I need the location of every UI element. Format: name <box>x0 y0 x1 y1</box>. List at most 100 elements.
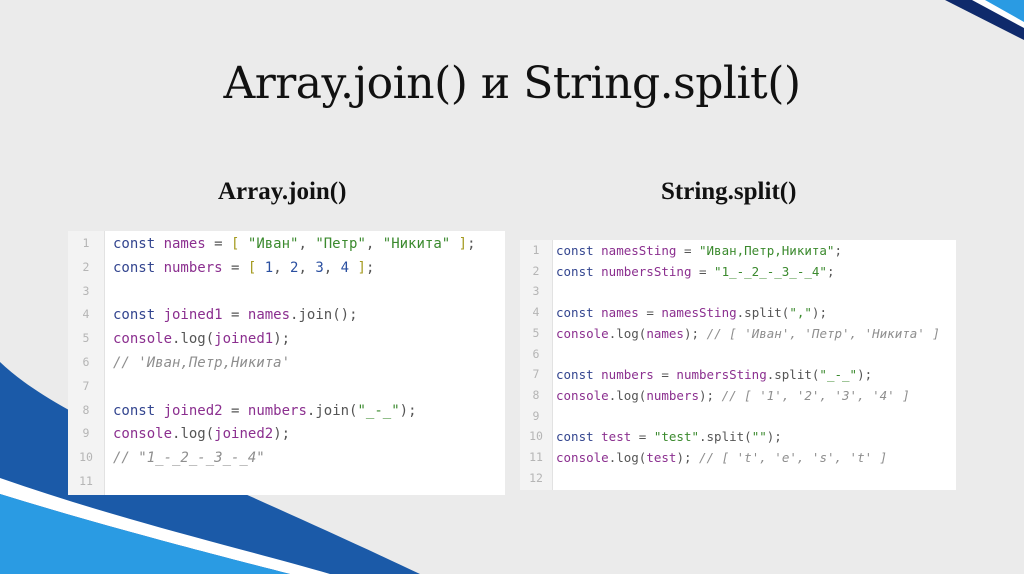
code-token-cmt: // "1_-_2_-_3_-_4" <box>113 450 265 467</box>
code-token-kw: const <box>113 307 164 324</box>
code-token-pun: = <box>205 236 232 252</box>
code-token-fn: .join( <box>306 402 358 419</box>
code-token-fn: .join() <box>290 307 350 324</box>
code-token-pun: ; <box>281 331 291 348</box>
code-token-kw: const <box>113 259 164 276</box>
code-token-var: console <box>556 387 609 403</box>
line-number-gutter <box>520 240 553 490</box>
code-token-fn: ) <box>683 325 692 341</box>
code-token-var: names <box>601 305 639 321</box>
line-number: 9 <box>82 426 90 441</box>
code-token-kw: const <box>556 367 602 383</box>
line-number: 7 <box>82 378 90 393</box>
code-token-str: "1_-_2_-_3_-_4" <box>714 263 827 279</box>
code-token-var: test <box>601 429 632 445</box>
line-number: 11 <box>529 450 543 464</box>
line-number: 10 <box>529 429 543 444</box>
code-token-pun: = <box>222 402 248 419</box>
line-number: 2 <box>82 259 90 274</box>
line-number: 9 <box>532 408 540 423</box>
code-token-fn: .split( <box>766 367 820 383</box>
code-token-fn: .log( <box>172 331 215 348</box>
code-token-fn: ) <box>399 402 409 419</box>
code-token-brk: [ <box>247 259 265 276</box>
code-token-var: console <box>556 450 609 465</box>
code-token-pun: ; <box>834 243 842 258</box>
code-token-pun: , <box>323 259 341 276</box>
code-token-pun: ; <box>365 259 375 276</box>
code-token-str: "_-_" <box>357 402 400 419</box>
code-token-kw: const <box>556 305 602 321</box>
code-token-kw: const <box>556 263 602 279</box>
code-token-pun: ; <box>467 236 476 252</box>
code-token-kw: const <box>113 402 164 419</box>
code-token-num: 2 <box>290 259 299 276</box>
code-text: const names = namesSting.split(","); <box>556 305 827 320</box>
code-text: console.log(names); // [ 'Иван', 'Петр',… <box>556 326 940 341</box>
line-number: 3 <box>82 283 90 298</box>
code-text: // 'Иван,Петр,Никита' <box>113 355 290 371</box>
code-text: console.log(numbers); // [ '1', '2', '3'… <box>556 388 910 403</box>
code-text: const names = [ "Иван", "Петр", "Никита"… <box>113 236 476 252</box>
code-token-str: "" <box>751 429 767 445</box>
line-number: 4 <box>532 305 540 320</box>
light-blue-swoosh <box>0 494 290 574</box>
code-text: console.log(test); // [ 't', 'e', 's', '… <box>556 450 887 465</box>
code-token-pun: ; <box>706 387 722 403</box>
code-token-cmt: // [ 't', 'e', 's', 't' ] <box>699 450 888 465</box>
code-token-var: names <box>247 307 291 324</box>
code-token-var: numbers <box>646 387 700 403</box>
array-join-code-block: 1 const names = [ "Иван", "Петр", "Никита… <box>68 231 505 495</box>
code-token-pun: = <box>653 367 677 383</box>
code-token-var: namesSting <box>601 243 677 258</box>
code-token-pun: , <box>298 236 316 252</box>
line-number: 8 <box>82 402 90 417</box>
code-token-pun: ; <box>281 426 291 443</box>
line-number-gutter <box>68 231 105 495</box>
code-token-pun: ; <box>826 263 835 279</box>
code-token-var: joined2 <box>163 402 223 419</box>
slide-title: Array.join() и String.split() <box>223 58 801 109</box>
code-token-num: 1 <box>264 259 274 276</box>
code-token-pun: , <box>298 259 316 276</box>
line-number: 2 <box>532 263 540 278</box>
code-token-var: console <box>113 331 173 348</box>
line-number: 5 <box>532 325 540 340</box>
code-token-pun: = <box>631 429 654 445</box>
code-token-var: test <box>646 450 677 465</box>
code-text: console.log(joined2); <box>113 426 290 442</box>
code-token-brk: ] <box>450 236 468 252</box>
code-text: const numbers = [ 1, 2, 3, 4 ]; <box>113 260 374 276</box>
code-token-fn: ) <box>766 429 775 445</box>
code-token-cmt: // 'Иван,Петр,Никита' <box>113 355 291 371</box>
line-number: 7 <box>532 367 540 382</box>
code-token-fn: ) <box>699 387 707 403</box>
code-token-var: numbers <box>163 259 223 276</box>
array-join-heading: Array.join() <box>218 178 347 205</box>
code-token-brk: [ <box>231 236 248 252</box>
code-text: console.log(joined1); <box>113 331 290 347</box>
code-token-fn: ) <box>273 331 282 348</box>
code-token-var: numbersSting <box>601 263 692 279</box>
line-number: 12 <box>529 470 543 485</box>
code-token-var: joined1 <box>214 331 274 348</box>
code-token-str: "_-_" <box>819 367 858 383</box>
code-token-pun: = <box>222 259 248 276</box>
line-number: 6 <box>82 355 90 369</box>
code-text: const joined2 = numbers.join("_-_"); <box>113 403 417 419</box>
code-token-pun: ; <box>864 367 873 383</box>
code-token-pun: ; <box>691 325 707 341</box>
code-token-num: 4 <box>340 259 350 276</box>
code-token-fn: .log( <box>172 426 215 443</box>
code-token-str: "Иван,Петр,Никита" <box>699 243 835 258</box>
code-token-var: numbersSting <box>676 367 767 383</box>
code-token-var: namesSting <box>661 305 737 321</box>
code-token-fn: .split( <box>699 429 752 445</box>
code-token-str: "Никита" <box>382 236 451 252</box>
code-token-fn: ) <box>857 367 865 383</box>
code-token-pun: , <box>365 236 383 252</box>
code-token-fn: ) <box>811 305 820 321</box>
code-token-var: names <box>646 325 684 341</box>
